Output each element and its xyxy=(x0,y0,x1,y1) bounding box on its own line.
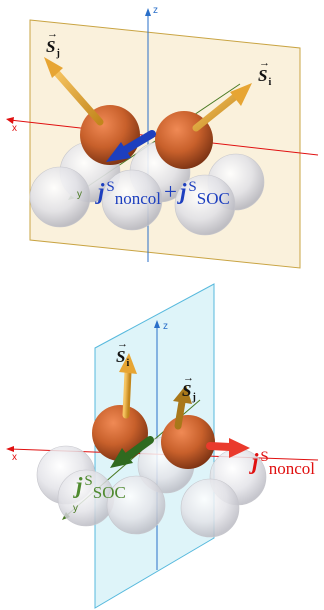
bottom-spin-i-label: →Si xyxy=(116,339,130,369)
bottom-z-axis-label: z xyxy=(163,321,168,332)
top-substrate-atom xyxy=(29,166,91,228)
top-substrate-atom xyxy=(174,174,236,236)
bottom-noncol-current-arrow-shaft xyxy=(206,442,234,451)
bottom-noncol-current-symbol: j xyxy=(252,449,259,474)
top-current-noncol-sup: S xyxy=(106,179,115,195)
bottom-x-axis-label: x xyxy=(12,452,17,463)
top-spin-i-label: →Si xyxy=(258,58,272,88)
vector-arrow-icon: → xyxy=(183,372,194,384)
bottom-magnetic-atom-j xyxy=(161,415,215,469)
bottom-soc-current-sup: S xyxy=(84,473,93,489)
vector-arrow-icon: → xyxy=(259,57,270,69)
top-spin-current-arrow-head xyxy=(106,142,131,162)
bottom-spin-j-sub: j xyxy=(192,392,196,403)
top-y-axis-label: y xyxy=(77,189,82,200)
bottom-y-axis-label: y xyxy=(73,503,78,514)
top-panel-graphic xyxy=(6,8,319,269)
bottom-spin-i-sub: i xyxy=(126,358,130,369)
top-current-noncol-symbol: j xyxy=(98,179,105,204)
bottom-spin-j-arrow-head xyxy=(173,385,192,404)
bottom-spin-i-symbol: S xyxy=(116,347,126,366)
top-spin-i-arrow-head xyxy=(230,83,252,106)
top-current-plus: + xyxy=(164,179,177,204)
bottom-noncol-current-sup: S xyxy=(260,449,269,465)
bottom-spin-i-arrow-shaft xyxy=(122,368,132,419)
bottom-soc-current-arrow-shaft xyxy=(124,436,154,460)
top-spin-j-arrow-shaft xyxy=(52,68,104,126)
top-z-axis-arrowhead xyxy=(145,8,151,16)
bottom-spin-j-arrow-shaft xyxy=(174,398,186,430)
top-x-axis-label: x xyxy=(12,123,17,134)
bottom-substrate-atom xyxy=(180,478,240,538)
bottom-noncol-current-arrow-head xyxy=(229,438,250,458)
top-spin-j-arrow-head xyxy=(44,57,63,78)
top-substrate-atom xyxy=(101,169,163,231)
bottom-substrate-atom xyxy=(106,475,166,535)
bottom-spin-i-arrow-head xyxy=(119,353,137,374)
top-spin-i-symbol: S xyxy=(258,66,268,85)
top-spin-j-label: →Sj xyxy=(46,29,60,59)
top-spin-j-sub: j xyxy=(56,48,60,59)
top-x-axis-arrowhead xyxy=(6,117,14,124)
top-spin-i-arrow-shaft xyxy=(192,92,240,132)
vector-arrow-icon: → xyxy=(47,28,58,40)
top-current-soc-sup: S xyxy=(188,179,197,195)
bottom-panel-graphic xyxy=(6,283,319,609)
bottom-noncol-current-sub: noncol xyxy=(268,459,316,478)
top-current-soc-sub: SOC xyxy=(196,189,230,208)
top-current-noncol-sub: noncol xyxy=(114,189,162,208)
bottom-z-axis-arrowhead xyxy=(154,320,160,328)
vector-arrow-icon: → xyxy=(117,338,128,350)
bottom-x-axis-arrowhead xyxy=(6,446,14,452)
top-spin-current-arrow-shaft xyxy=(121,130,156,154)
top-spin-j-symbol: S xyxy=(46,37,56,56)
top-z-axis-label: z xyxy=(153,5,158,16)
bottom-soc-current-symbol: j xyxy=(76,473,83,498)
bottom-spin-j-symbol: S xyxy=(182,381,192,400)
bottom-soc-current-sub: SOC xyxy=(92,483,126,502)
top-current-soc-symbol: j xyxy=(180,179,187,204)
top-spin-i-sub: i xyxy=(268,77,272,88)
bottom-spin-j-label: →Sj xyxy=(182,373,196,403)
bottom-soc-current-arrow-head xyxy=(110,448,133,468)
